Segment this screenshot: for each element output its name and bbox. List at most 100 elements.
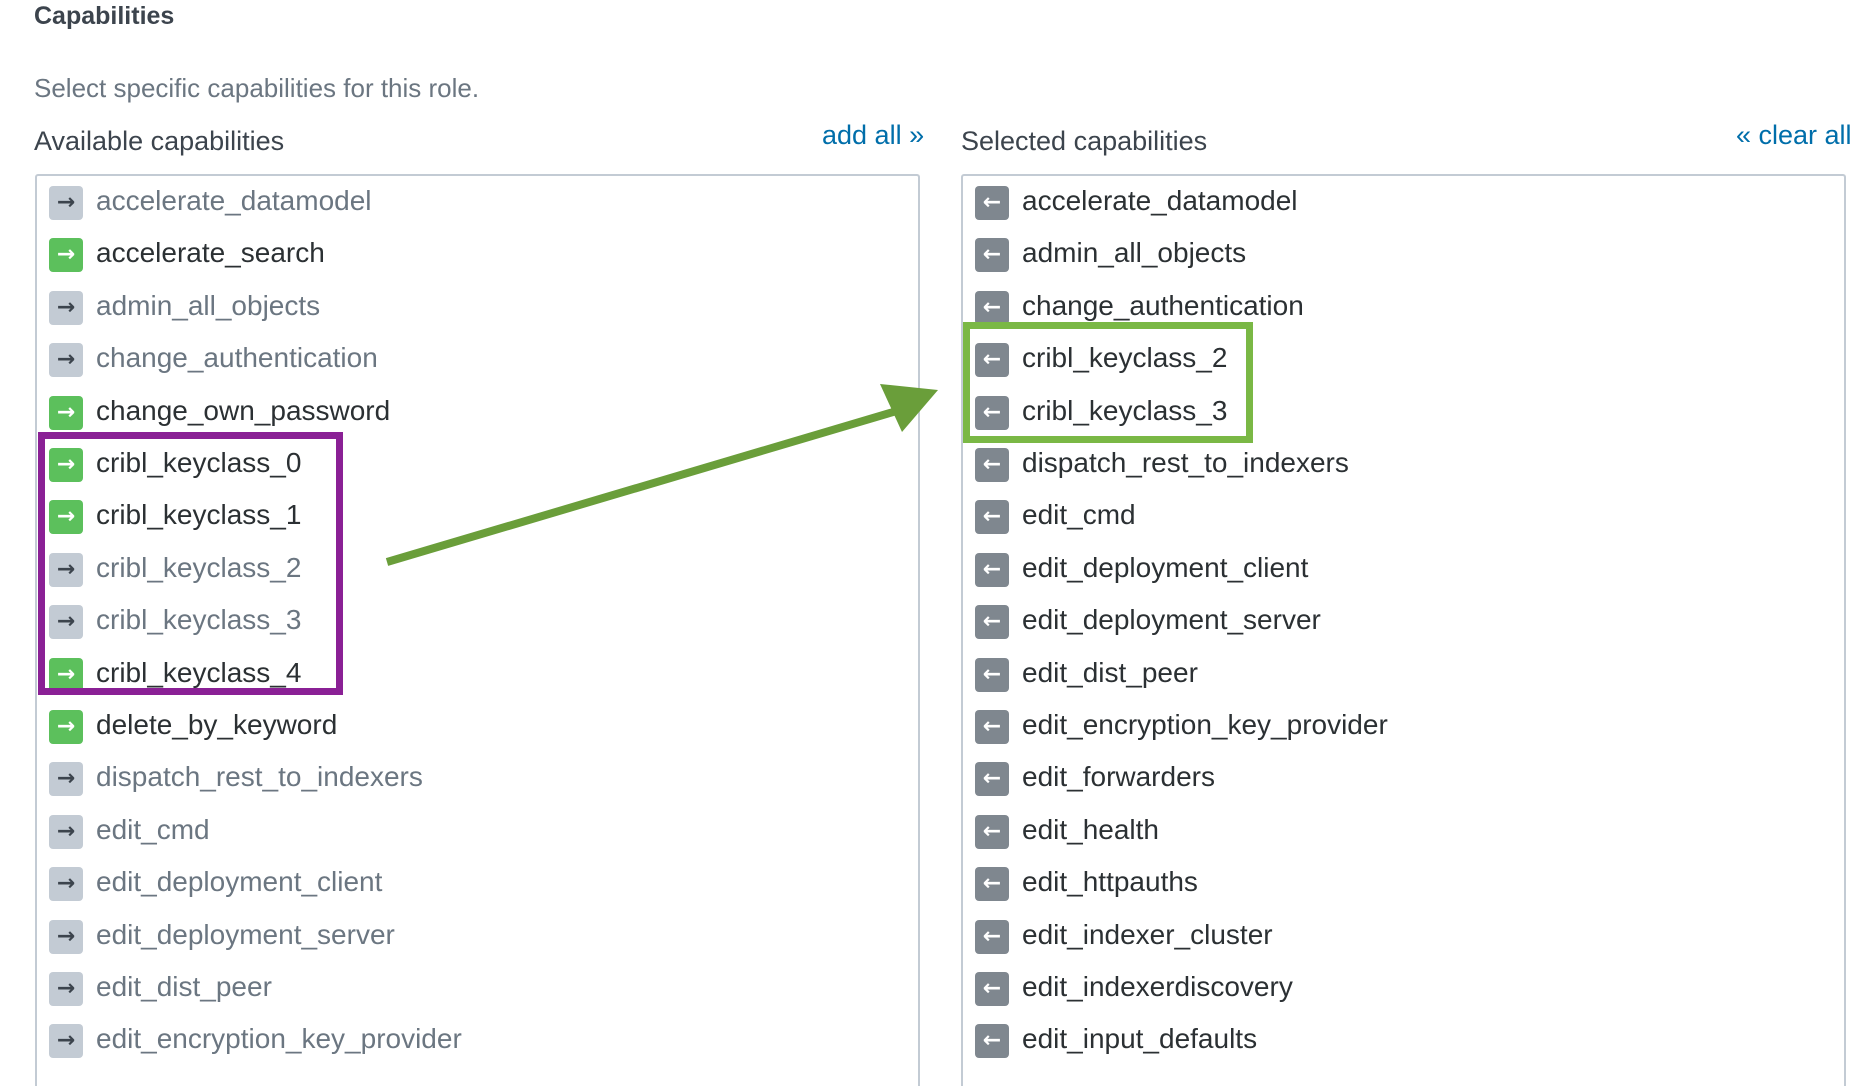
- arrow-right-icon[interactable]: →: [49, 290, 83, 325]
- capability-label: change_authentication: [96, 342, 378, 374]
- available-capabilities-label: Available capabilities: [34, 126, 285, 156]
- available-capability-item[interactable]: →accelerate_datamodel: [37, 176, 918, 228]
- arrow-left-icon[interactable]: ←: [975, 710, 1009, 744]
- arrow-left-icon[interactable]: ←: [975, 814, 1009, 849]
- selected-capability-item[interactable]: ←change_authentication: [963, 281, 1844, 333]
- selected-capabilities-label: Selected capabilities: [961, 126, 1208, 156]
- selected-capability-item[interactable]: ← edit_httpauths: [963, 857, 1844, 909]
- capability-label: edit_forwarders: [1022, 761, 1215, 793]
- arrow-right-icon[interactable]: →: [49, 972, 83, 1006]
- available-capability-item[interactable]: → cribl_keyclass_3: [37, 595, 918, 647]
- available-capability-item[interactable]: → cribl_keyclass_1: [37, 490, 918, 542]
- arrow-left-icon[interactable]: ←: [975, 657, 1009, 692]
- capability-label: edit_encryption_key_provider: [1022, 709, 1388, 740]
- arrow-left-icon[interactable]: ←: [975, 448, 1009, 482]
- available-capability-item[interactable]: → dispatch_rest_to_indexers: [37, 752, 918, 804]
- capability-label: cribl_keyclass_1: [96, 499, 302, 531]
- capability-label: cribl_keyclass_3: [96, 604, 302, 636]
- selected-capability-item[interactable]: ← edit_input_defaults: [963, 1014, 1844, 1066]
- capability-label: cribl_keyclass_0: [96, 447, 302, 478]
- arrow-left-icon[interactable]: ←: [975, 186, 1009, 220]
- selected-capability-item[interactable]: ← cribl_keyclass_2: [963, 333, 1844, 385]
- capability-label: change_own_password: [96, 394, 391, 426]
- arrow-left-icon[interactable]: ←: [975, 605, 1009, 640]
- section-title: Capabilities: [34, 2, 175, 30]
- arrow-left-icon[interactable]: ←: [975, 500, 1009, 535]
- capability-label: cribl_keyclass_3: [1022, 394, 1228, 426]
- available-capability-item[interactable]: → cribl_keyclass_0: [37, 438, 918, 490]
- available-capability-item[interactable]: → accelerate_search: [37, 228, 918, 280]
- arrow-left-icon[interactable]: ←: [975, 972, 1009, 1006]
- selected-capability-item[interactable]: ← edit_forwarders: [963, 752, 1844, 804]
- arrow-left-icon[interactable]: ←: [975, 238, 1009, 273]
- arrow-left-icon[interactable]: ←: [975, 762, 1009, 797]
- selected-capability-item[interactable]: ←dispatch_rest_to_indexers: [963, 438, 1844, 490]
- capability-label: cribl_keyclass_2: [1022, 342, 1228, 374]
- add-all-link[interactable]: add all »: [822, 120, 925, 150]
- capability-label: edit_httpauths: [1022, 866, 1198, 898]
- selected-capability-item[interactable]: ← edit_cmd: [963, 490, 1844, 542]
- capability-label: dispatch_rest_to_indexers: [96, 761, 423, 793]
- available-capability-item[interactable]: → change_authentication: [37, 333, 918, 385]
- available-capability-item[interactable]: → edit_cmd: [37, 805, 918, 857]
- capability-label: edit_deployment_client: [96, 866, 383, 898]
- arrow-right-icon[interactable]: →: [49, 448, 83, 482]
- available-capability-item[interactable]: → cribl_keyclass_2: [37, 543, 918, 595]
- capability-label: edit_indexerdiscovery: [1022, 971, 1293, 1002]
- selected-capability-item[interactable]: ← edit_deployment_server: [963, 595, 1844, 647]
- selected-capability-item[interactable]: ←edit_indexer_cluster: [963, 910, 1844, 962]
- arrow-right-icon[interactable]: →: [49, 500, 83, 535]
- arrow-left-icon[interactable]: ←: [975, 1024, 1009, 1059]
- capability-label: edit_cmd: [96, 813, 210, 845]
- available-capability-item[interactable]: →edit_deployment_server: [37, 910, 918, 962]
- arrow-right-icon[interactable]: →: [49, 186, 83, 220]
- capability-label: edit_deployment_client: [1022, 551, 1309, 583]
- arrow-right-icon[interactable]: →: [49, 919, 83, 954]
- available-capability-item[interactable]: → admin_all_objects: [37, 281, 918, 333]
- available-capability-item[interactable]: → edit_encryption_key_provider: [37, 1014, 918, 1066]
- capability-label: edit_health: [1022, 813, 1160, 845]
- arrow-left-icon[interactable]: ←: [975, 343, 1009, 378]
- available-capability-item[interactable]: →delete_by_keyword: [37, 700, 918, 752]
- capability-label: cribl_keyclass_2: [96, 551, 302, 583]
- selected-capability-item[interactable]: ← admin_all_objects: [963, 228, 1844, 280]
- capability-label: edit_cmd: [1022, 499, 1136, 531]
- arrow-right-icon[interactable]: →: [49, 1024, 83, 1059]
- selected-capabilities-list: ←accelerate_datamodel←admin_all_objects←…: [961, 174, 1846, 1086]
- available-capability-item[interactable]: → change_own_password: [37, 386, 918, 438]
- capability-label: accelerate_search: [96, 237, 325, 269]
- arrow-right-icon[interactable]: →: [49, 867, 83, 902]
- selected-capability-item[interactable]: ← edit_health: [963, 805, 1844, 857]
- selected-capability-item[interactable]: ←edit_dist_peer: [963, 648, 1844, 700]
- selected-capability-item[interactable]: ← cribl_keyclass_3: [963, 386, 1844, 438]
- selected-capability-item[interactable]: ←accelerate_datamodel: [963, 176, 1844, 228]
- capability-label: edit_input_defaults: [1022, 1023, 1258, 1055]
- selected-capability-item[interactable]: ← edit_indexerdiscovery: [963, 962, 1844, 1014]
- arrow-right-icon[interactable]: →: [49, 605, 83, 640]
- arrow-right-icon[interactable]: →: [49, 762, 83, 797]
- arrow-left-icon[interactable]: ←: [975, 919, 1009, 954]
- arrow-right-icon[interactable]: →: [49, 710, 83, 744]
- capability-label: edit_dist_peer: [96, 971, 272, 1002]
- arrow-left-icon[interactable]: ←: [975, 552, 1009, 587]
- capability-label: edit_encryption_key_provider: [96, 1023, 462, 1055]
- selected-capability-item[interactable]: ← edit_encryption_key_provider: [963, 700, 1844, 752]
- highlight-box-purple: [38, 432, 343, 695]
- available-capability-item[interactable]: → edit_dist_peer: [37, 962, 918, 1014]
- arrow-left-icon[interactable]: ←: [975, 867, 1009, 902]
- arrow-right-icon[interactable]: →: [49, 395, 83, 430]
- capability-label: edit_deployment_server: [1022, 604, 1321, 636]
- capability-label: admin_all_objects: [96, 289, 321, 321]
- capability-label: admin_all_objects: [1022, 237, 1247, 269]
- clear-all-link[interactable]: « clear all: [1736, 120, 1852, 150]
- available-capability-item[interactable]: →cribl_keyclass_4: [37, 648, 918, 700]
- available-capability-item[interactable]: → edit_deployment_client: [37, 857, 918, 909]
- arrow-left-icon[interactable]: ←: [975, 290, 1009, 325]
- selected-capability-item[interactable]: ← edit_deployment_client: [963, 543, 1844, 595]
- arrow-right-icon[interactable]: →: [49, 814, 83, 849]
- arrow-left-icon[interactable]: ←: [975, 395, 1009, 430]
- arrow-right-icon[interactable]: →: [49, 552, 83, 587]
- arrow-right-icon[interactable]: →: [49, 343, 83, 378]
- arrow-right-icon[interactable]: →: [49, 238, 83, 273]
- arrow-right-icon[interactable]: →: [49, 657, 83, 692]
